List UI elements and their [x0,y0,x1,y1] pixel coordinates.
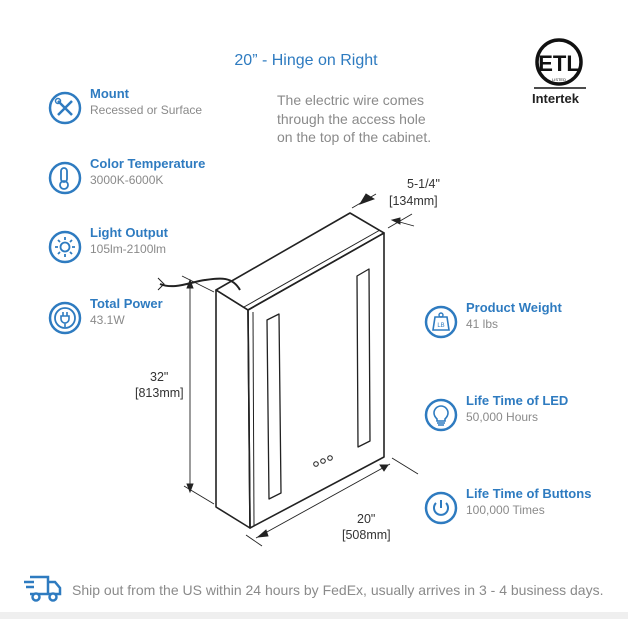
depth-inches: 5-1/4" [407,177,440,191]
note-line: on the top of the cabinet. [277,129,432,145]
lightbulb-icon [424,398,458,432]
width-inches: 20" [357,512,376,526]
feature-title: Life Time of LED [466,393,569,408]
feature-value: 100,000 Times [466,503,545,517]
feature-color-temperature: Color Temperature 3000K-6000K [48,156,205,195]
intertek-label: Intertek [532,91,579,106]
cabinet-front-door [247,232,385,529]
note-line: The electric wire comes [277,92,425,108]
feature-value: Recessed or Surface [90,103,203,117]
svg-text:LISTED: LISTED [552,77,566,82]
feature-title: Mount [90,86,129,101]
feature-title: Product Weight [466,300,562,315]
wire-note: The electric wire comes through the acce… [277,91,477,147]
feature-value: 43.1W [90,313,125,327]
power-icon [424,491,458,525]
height-mm: [813mm] [135,386,184,400]
feature-light-output: Light Output 105lm-2100lm [48,225,168,264]
feature-value: 50,000 Hours [466,410,539,424]
truck-icon [24,575,62,602]
svg-text:LB: LB [437,323,444,329]
thermometer-icon [48,161,82,195]
feature-value: 3000K-6000K [90,173,164,187]
cabinet-top-face [215,212,385,311]
weight-icon: LB [424,305,458,339]
feature-product-weight: LB Product Weight 41 lbs [424,300,562,339]
feature-value: 105lm-2100lm [90,242,167,256]
svg-text:ETL: ETL [538,51,580,76]
etl-listed-logo: ETL LISTED [534,38,586,89]
sun-icon [48,230,82,264]
feature-title: Light Output [90,225,168,240]
bottom-divider [0,612,628,619]
feature-buttons-lifetime: Life Time of Buttons 100,000 Times [424,486,591,525]
shipping-text: Ship out from the US within 24 hours by … [72,582,604,598]
touch-buttons [313,455,333,467]
plug-icon [48,301,82,335]
width-mm: [508mm] [342,528,391,542]
feature-title: Color Temperature [90,156,206,171]
cabinet-side-face [215,289,251,529]
feature-title: Life Time of Buttons [466,486,592,501]
power-wire [159,277,241,291]
feature-title: Total Power [90,296,163,311]
led-strip-right [356,268,371,448]
tools-icon [48,91,82,125]
feature-led-lifetime: Life Time of LED 50,000 Hours [424,393,568,432]
feature-value: 41 lbs [466,317,499,331]
led-strip-left [266,313,282,500]
page-title: 20” - Hinge on Right [234,52,378,69]
note-line: through the access hole [277,110,426,127]
height-inches: 32" [150,370,169,384]
depth-mm: [134mm] [389,194,438,208]
feature-total-power: Total Power 43.1W [48,296,163,335]
